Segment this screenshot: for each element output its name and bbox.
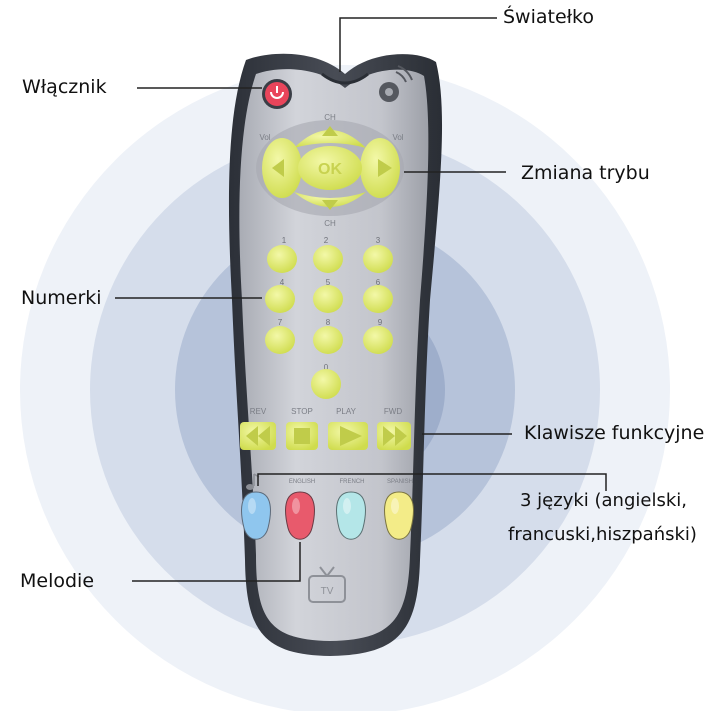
digit-button-2[interactable] bbox=[313, 245, 343, 273]
languages-callout-line bbox=[257, 473, 607, 491]
music-note-icon bbox=[246, 473, 260, 490]
ch-top-label: CH bbox=[324, 113, 336, 122]
english-label: ENGLISH bbox=[289, 479, 315, 485]
number-buttons bbox=[265, 245, 393, 399]
digit-button-9[interactable] bbox=[363, 326, 393, 354]
mode-label: Zmiana trybu bbox=[521, 162, 650, 184]
stop-button[interactable] bbox=[286, 422, 318, 450]
digit-button-0[interactable] bbox=[311, 369, 341, 399]
digit-label-2: 2 bbox=[324, 236, 329, 245]
digit-label-8: 8 bbox=[326, 318, 331, 327]
language-labels: ENGLISH FRENCH SPANISH bbox=[289, 479, 413, 485]
callout-lines bbox=[115, 17, 607, 582]
digit-button-6[interactable] bbox=[363, 285, 393, 313]
stop-label: STOP bbox=[291, 407, 313, 416]
function-labels: REV STOP PLAY FWD bbox=[250, 407, 403, 416]
digit-label-4: 4 bbox=[280, 278, 285, 287]
number-pad: 1 2 3 4 5 6 7 8 9 0 bbox=[278, 236, 383, 372]
digit-button-7[interactable] bbox=[265, 326, 295, 354]
speaker-icon bbox=[379, 65, 413, 102]
numbers-label: Numerki bbox=[21, 287, 102, 309]
ch-up-button[interactable] bbox=[294, 126, 366, 148]
light-callout-line bbox=[339, 17, 497, 72]
play-button[interactable] bbox=[328, 422, 368, 450]
digit-button-3[interactable] bbox=[363, 245, 393, 273]
fwd-label: FWD bbox=[384, 407, 402, 416]
power-button[interactable] bbox=[262, 79, 292, 109]
power-label: Włącznik bbox=[22, 76, 107, 98]
light-label: Światełko bbox=[503, 6, 595, 28]
rev-label: REV bbox=[250, 407, 267, 416]
vol-up-button[interactable] bbox=[360, 138, 400, 198]
play-label: PLAY bbox=[336, 407, 357, 416]
melodies-callout-line bbox=[132, 542, 301, 582]
tv-logo-text: TV bbox=[321, 586, 334, 597]
ch-down-button[interactable] bbox=[294, 192, 366, 210]
digit-label-5: 5 bbox=[326, 278, 331, 287]
fwd-button[interactable] bbox=[377, 422, 411, 450]
digit-button-1[interactable] bbox=[267, 245, 297, 273]
digit-label-0: 0 bbox=[324, 363, 329, 372]
digit-label-7: 7 bbox=[278, 318, 283, 327]
function-keys-label: Klawisze funkcyjne bbox=[524, 422, 705, 444]
light-sensor bbox=[321, 72, 369, 85]
digit-label-6: 6 bbox=[376, 278, 381, 287]
digit-button-8[interactable] bbox=[313, 326, 343, 354]
vol-left-label: Vol bbox=[259, 133, 270, 142]
languages-label-line1: 3 języki (angielski, bbox=[520, 490, 687, 511]
vol-down-button[interactable] bbox=[262, 138, 302, 198]
digit-label-1: 1 bbox=[282, 236, 287, 245]
digit-label-3: 3 bbox=[376, 236, 381, 245]
digit-button-5[interactable] bbox=[313, 285, 343, 313]
english-button[interactable] bbox=[285, 491, 315, 540]
ch-bottom-label: CH bbox=[324, 219, 336, 228]
vol-right-label: Vol bbox=[392, 133, 403, 142]
melodies-label: Melodie bbox=[20, 570, 95, 592]
spanish-label: SPANISH bbox=[387, 479, 413, 485]
digit-button-4[interactable] bbox=[265, 285, 295, 313]
spanish-button[interactable] bbox=[384, 491, 414, 540]
ok-button[interactable]: OK bbox=[298, 146, 362, 190]
tv-logo: TV bbox=[308, 566, 346, 603]
remote-body bbox=[239, 69, 429, 642]
digit-label-9: 9 bbox=[378, 318, 383, 327]
rev-button[interactable] bbox=[240, 422, 276, 450]
languages-label-line2: francuski,hiszpański) bbox=[508, 524, 697, 545]
d-pad: OK CH CH Vol Vol bbox=[256, 113, 404, 228]
ok-label: OK bbox=[318, 161, 342, 178]
french-button[interactable] bbox=[336, 491, 366, 540]
power-icon bbox=[270, 91, 284, 99]
french-label: FRENCH bbox=[340, 479, 365, 485]
melody-button[interactable] bbox=[241, 491, 271, 540]
